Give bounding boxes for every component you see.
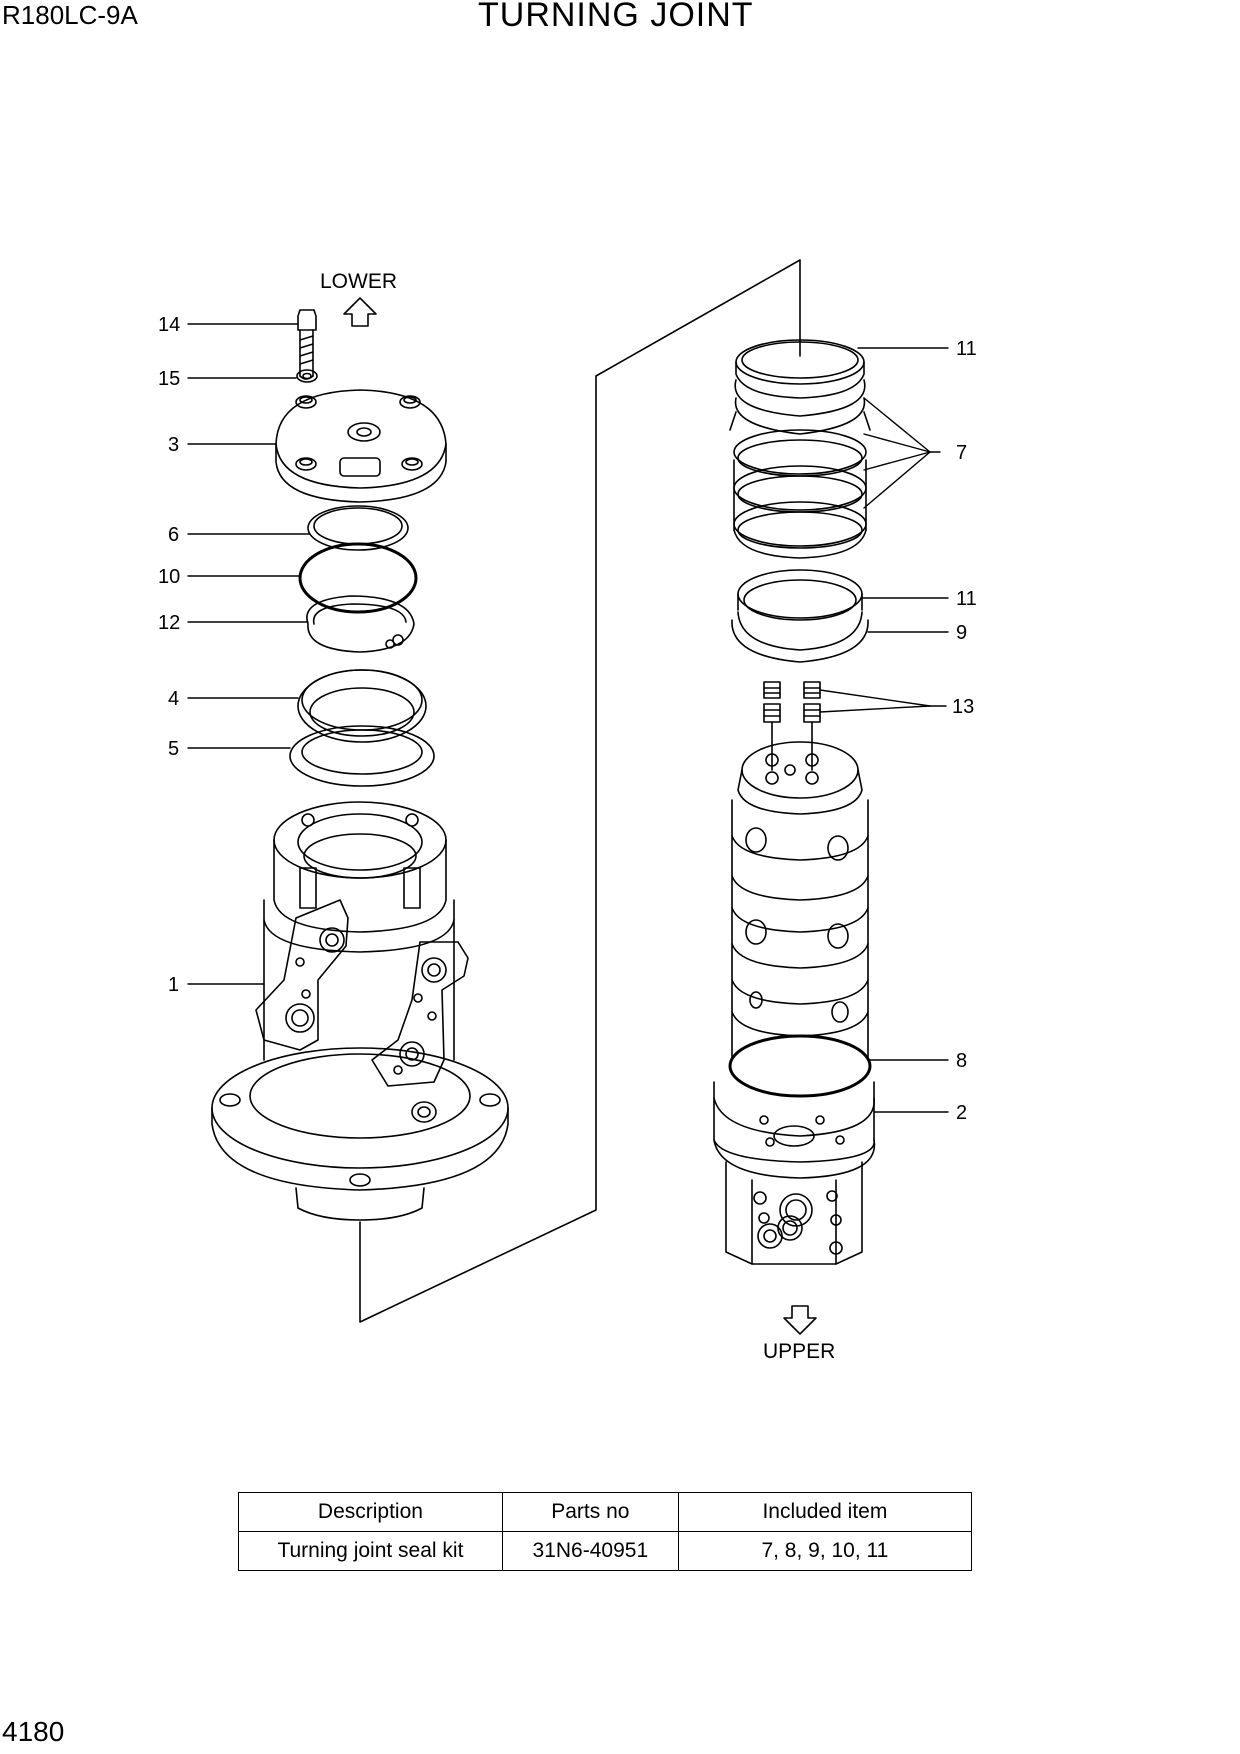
callout-9: 9 (956, 622, 967, 644)
assembly-connector-line (359, 259, 801, 1323)
page-number: 4180 (2, 1716, 65, 1747)
seal-rings-part-7 (729, 379, 871, 559)
upper-arrow-icon (783, 1305, 817, 1335)
callout-12: 12 (158, 612, 180, 634)
callout-5: 5 (168, 738, 179, 760)
spindle (731, 741, 869, 1061)
upper-label: UPPER (763, 1340, 835, 1363)
table-row: Turning joint seal kit 31N6-40951 7, 8, … (238, 1531, 973, 1571)
callout-11-top: 11 (956, 338, 977, 360)
hub-part-1 (211, 801, 509, 1221)
callout-13: 13 (952, 696, 974, 718)
cell-included-item: 7, 8, 9, 10, 11 (677, 1531, 973, 1571)
callout-14: 14 (158, 314, 180, 336)
callout-15: 15 (158, 368, 180, 390)
body-part-2 (713, 1081, 876, 1265)
callout-10: 10 (158, 566, 180, 588)
callout-7: 7 (956, 442, 967, 464)
callout-8: 8 (956, 1050, 967, 1072)
callout-11-lower: 11 (956, 588, 977, 610)
cell-description: Turning joint seal kit (238, 1531, 503, 1571)
model-label: R180LC-9A (2, 0, 138, 30)
lower-label: LOWER (320, 270, 397, 293)
column-header-parts-no: Parts no (501, 1492, 679, 1532)
snap-ring-part-12 (306, 595, 415, 653)
callout-6: 6 (168, 524, 179, 546)
seal-kit-table: Description Parts no Included item Turni… (238, 1492, 973, 1571)
callout-4: 4 (168, 688, 179, 710)
backup-ring-part-11-top (735, 339, 865, 399)
callout-3: 3 (168, 434, 179, 456)
callout-2: 2 (956, 1102, 967, 1124)
callout-1: 1 (168, 974, 179, 996)
washer-part-15 (296, 369, 318, 383)
shim-part-5 (289, 725, 435, 787)
column-header-included-item: Included item (677, 1492, 973, 1532)
lower-arrow-icon (343, 297, 377, 327)
bolt-part-14 (297, 309, 317, 380)
column-header-description: Description (238, 1492, 503, 1532)
plugs-part-13 (763, 681, 821, 771)
page-title: TURNING JOINT (478, 0, 754, 34)
o-ring-part-10 (298, 542, 418, 614)
cell-parts-no: 31N6-40951 (501, 1531, 679, 1571)
o-ring-part-8 (728, 1034, 872, 1098)
backup-ring-part-11-lower (737, 569, 863, 621)
cover-part-3 (275, 389, 447, 503)
table-header-row: Description Parts no Included item (238, 1492, 973, 1532)
leader-lines (187, 323, 949, 1113)
ring-part-4 (297, 669, 427, 743)
seal-ring-part-9 (731, 611, 869, 663)
